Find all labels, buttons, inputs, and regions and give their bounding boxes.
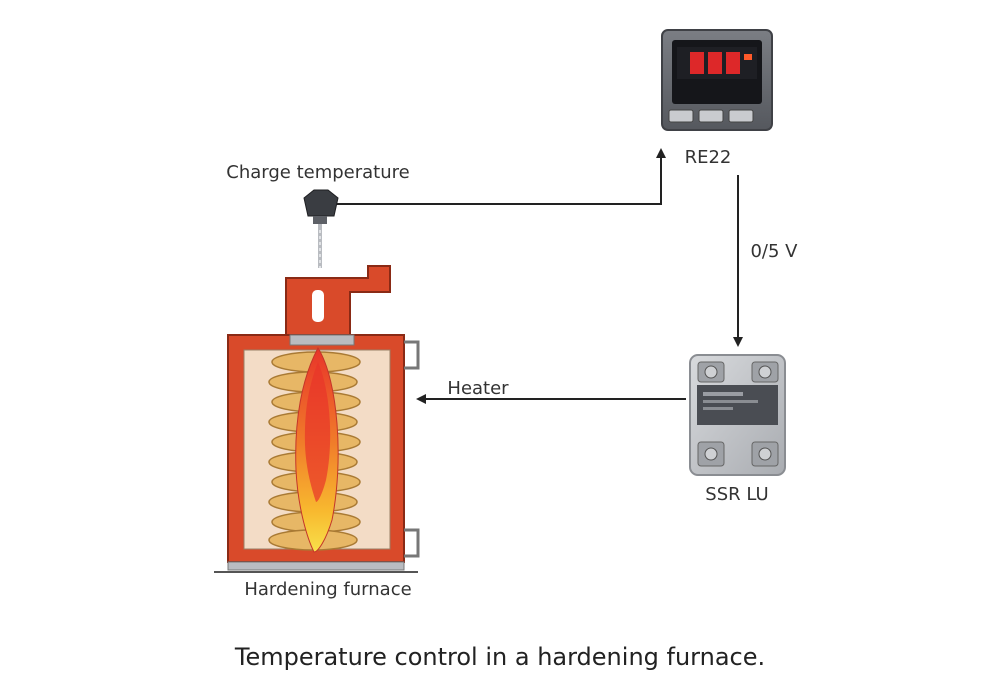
sensor-to-controller-arrow — [333, 148, 666, 205]
hardening-furnace — [214, 265, 420, 573]
furnace-label: Hardening furnace — [244, 579, 411, 600]
diagram-caption: Temperature control in a hardening furna… — [234, 643, 765, 671]
relay-label: SSR LU — [705, 484, 768, 505]
re22-controller — [661, 29, 773, 131]
controller-label: RE22 — [685, 147, 732, 168]
thermocouple-sensor — [303, 189, 339, 268]
sensor-label: Charge temperature — [226, 162, 409, 183]
signal-label: 0/5 V — [750, 241, 798, 262]
flame — [295, 347, 339, 553]
front-buttons — [668, 109, 754, 123]
display-digits — [690, 52, 752, 74]
screw-terminals — [697, 361, 779, 467]
ssr-relay — [689, 354, 786, 476]
heater-label: Heater — [447, 378, 509, 399]
